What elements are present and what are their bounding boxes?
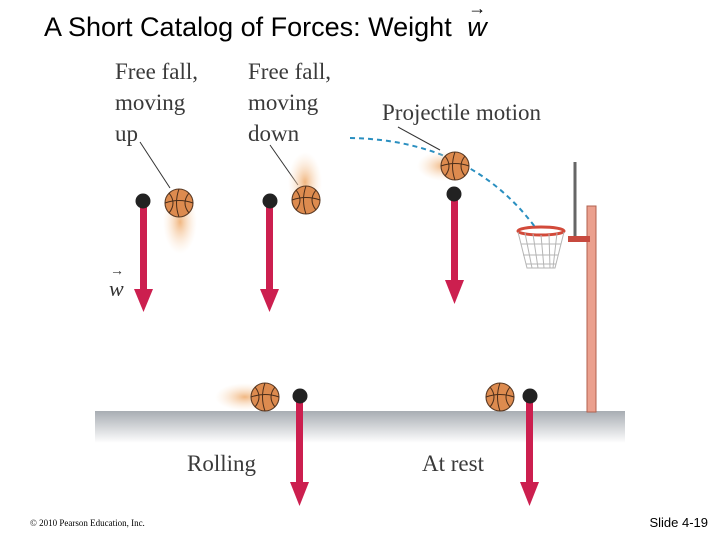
at-rest-ball bbox=[485, 382, 515, 412]
slide-title: A Short Catalog of Forces: Weight → w bbox=[44, 0, 487, 43]
weight-arrow-rolling bbox=[290, 396, 309, 506]
basketball-hoop bbox=[516, 162, 597, 413]
weight-arrow-free-fall-down bbox=[260, 201, 279, 312]
hoop-net bbox=[517, 231, 565, 269]
weight-vector-arrow-icon: → bbox=[110, 264, 124, 279]
vector-arrow-icon: → bbox=[468, 0, 487, 18]
weight-arrow-at-rest bbox=[520, 396, 539, 506]
hoop-pole bbox=[586, 205, 597, 413]
weight-vector-label: → w bbox=[109, 264, 124, 302]
weight-arrow-projectile bbox=[445, 194, 464, 304]
weight-arrow-free-fall-up bbox=[134, 201, 153, 312]
projectile-ball bbox=[417, 151, 470, 181]
slide-number: Slide 4-19 bbox=[649, 515, 708, 530]
weight-vectors bbox=[134, 194, 539, 506]
label-at-rest: At rest bbox=[422, 451, 484, 476]
hoop-bracket bbox=[568, 236, 590, 242]
title-vector-w: → w bbox=[467, 0, 487, 43]
label-projectile-motion: Projectile motion bbox=[382, 100, 542, 125]
title-vector-letter: w bbox=[467, 12, 487, 42]
rolling-ball bbox=[215, 382, 280, 412]
label-free-fall-down: Free fall, moving down bbox=[248, 59, 332, 146]
label-free-fall-up: Free fall, moving up bbox=[115, 59, 199, 146]
weight-vector-letter: w bbox=[109, 276, 124, 301]
copyright-notice: © 2010 Pearson Education, Inc. bbox=[30, 518, 145, 528]
ground-surface bbox=[95, 411, 625, 443]
title-text: A Short Catalog of Forces: Weight bbox=[44, 12, 452, 42]
free-fall-down-ball bbox=[288, 152, 322, 215]
application-points bbox=[135, 186, 538, 404]
free-fall-up-ball bbox=[163, 188, 197, 254]
label-rolling: Rolling bbox=[187, 451, 257, 476]
